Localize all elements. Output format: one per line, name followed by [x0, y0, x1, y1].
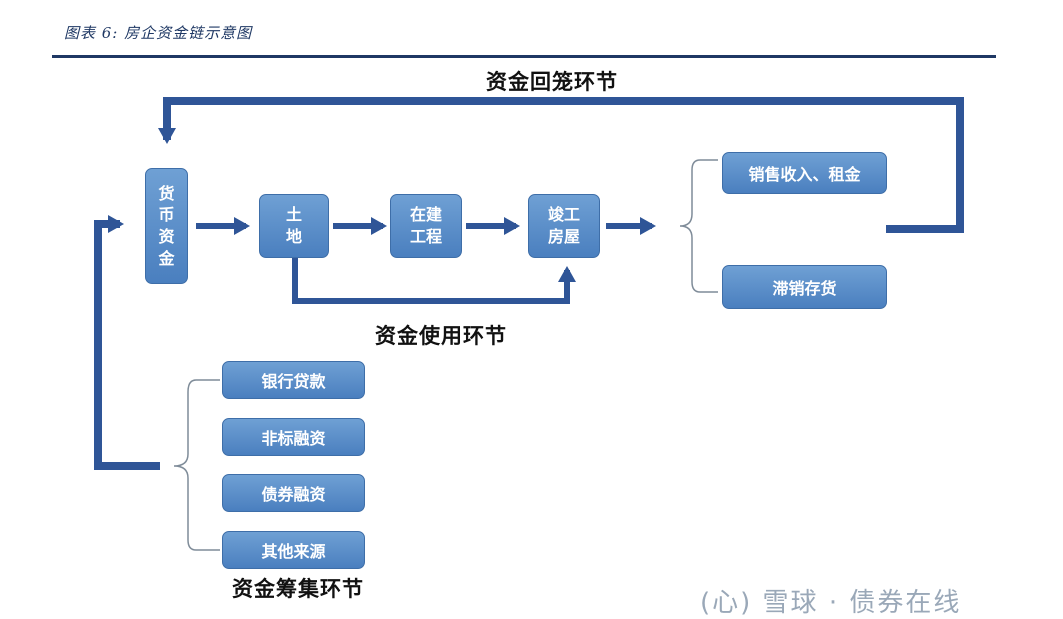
- bond-financing-node: 债券融资: [222, 474, 365, 512]
- completed-label-1: 竣工: [547, 205, 580, 225]
- usage-stage-label: 资金使用环节: [375, 323, 507, 348]
- land-label-1: 土: [285, 205, 302, 225]
- construction-node: 在建 工程: [390, 194, 462, 258]
- non-standard-financing-node: 非标融资: [222, 418, 365, 456]
- money-node-label: 货币资金: [158, 183, 175, 268]
- unsold-inventory-node: 滞销存货: [722, 265, 887, 309]
- title-rule: [52, 55, 996, 58]
- arrow-land-to-completed: [292, 258, 576, 304]
- figure-title: 图表 6: 房企资金链示意图: [64, 24, 253, 42]
- raising-stage-label: 资金筹集环节: [232, 576, 364, 601]
- completed-node: 竣工 房屋: [528, 194, 600, 258]
- raising-loop-arrow: [94, 215, 160, 470]
- bank-loan-node: 银行贷款: [222, 361, 365, 399]
- land-node: 土 地: [259, 194, 329, 258]
- recovery-loop-arrow: [158, 97, 964, 233]
- completed-label-2: 房屋: [547, 227, 580, 246]
- flow-arrows: [94, 97, 964, 551]
- money-node: 货币资金: [145, 168, 188, 284]
- funding-brace: [173, 379, 220, 551]
- other-sources-node: 其他来源: [222, 531, 365, 569]
- land-label-2: 地: [285, 227, 302, 246]
- recovery-stage-label: 资金回笼环节: [486, 69, 618, 94]
- construction-label-1: 在建: [409, 205, 442, 225]
- sales-brace: [679, 159, 718, 293]
- construction-label-2: 工程: [409, 227, 442, 246]
- watermark: (心) 雪球 · 债券在线: [700, 588, 962, 618]
- sales-income-node: 销售收入、租金: [722, 152, 887, 194]
